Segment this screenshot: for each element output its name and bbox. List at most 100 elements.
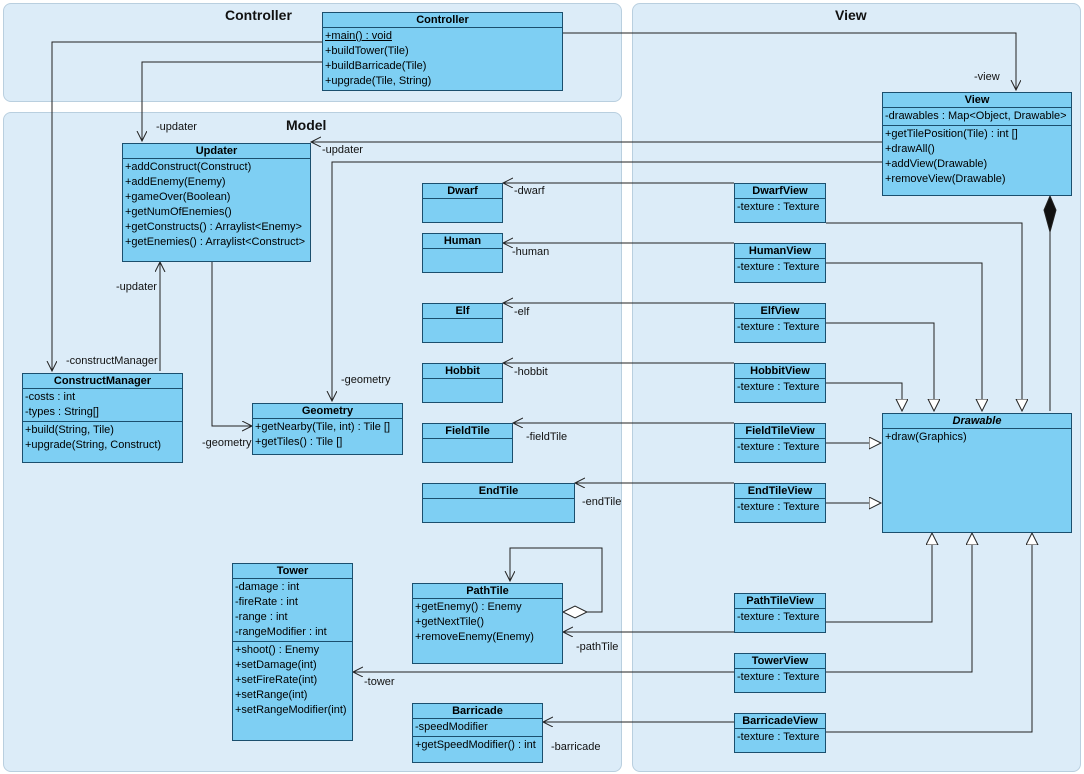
attributes-section: -texture : Texture [735, 669, 825, 686]
method: +getConstructs() : Arraylist<Enemy> [125, 221, 302, 233]
method: +getTiles() : Tile [] [255, 436, 343, 448]
class-name: ConstructManager [23, 374, 182, 389]
method: +setRangeModifier(int) [235, 704, 347, 716]
towerview-generalization [826, 533, 972, 673]
class-name: Elf [423, 304, 502, 319]
class-humanview[interactable]: HumanView -texture : Texture [734, 243, 826, 283]
method: +getEnemy() : Enemy [415, 601, 522, 613]
humanview-generalization [826, 262, 982, 411]
class-hobbitview[interactable]: HobbitView -texture : Texture [734, 363, 826, 403]
class-name: Dwarf [423, 184, 502, 199]
controller-constructmanager-association [52, 41, 322, 371]
attributes-section: -texture : Texture [735, 379, 825, 396]
class-elf[interactable]: Elf [422, 303, 503, 343]
method: +getNearby(Tile, int) : Tile [] [255, 421, 391, 433]
class-name: EndTileView [735, 484, 825, 499]
method: +addConstruct(Construct) [125, 161, 252, 173]
attribute: -texture : Texture [737, 381, 820, 393]
attribute: -types : String[] [25, 406, 99, 418]
role-hobbit: -hobbit [514, 366, 548, 378]
attributes-section: -texture : Texture [735, 729, 825, 746]
class-name: PathTileView [735, 594, 825, 609]
role-fieldtile: -fieldTile [526, 431, 568, 443]
class-view[interactable]: View -drawables : Map<Object, Drawable> … [882, 92, 1072, 196]
controller-package-title: Controller [225, 7, 292, 23]
role-constructmanager: -constructManager [66, 355, 158, 367]
updater-geometry-association [211, 262, 252, 426]
attribute: -range : int [235, 611, 288, 623]
class-pathtileview[interactable]: PathTileView -texture : Texture [734, 593, 826, 633]
attributes-section: -drawables : Map<Object, Drawable> [883, 108, 1071, 126]
class-fieldtile[interactable]: FieldTile [422, 423, 513, 463]
role-updater-top: -updater [156, 121, 197, 133]
class-barricade[interactable]: Barricade -speedModifier +getSpeedModifi… [412, 703, 543, 763]
method: +upgrade(Tile, String) [325, 75, 432, 87]
class-name: Tower [233, 564, 352, 579]
class-name: FieldTile [423, 424, 512, 439]
methods-section: +addConstruct(Construct) +addEnemy(Enemy… [123, 159, 310, 251]
methods-section: +draw(Graphics) [883, 429, 1071, 446]
class-controller[interactable]: Controller +main() : void +buildTower(Ti… [322, 12, 563, 91]
class-name: BarricadeView [735, 714, 825, 729]
methods-section: +getTilePosition(Tile) : int [] +drawAll… [883, 126, 1071, 188]
class-elfview[interactable]: ElfView -texture : Texture [734, 303, 826, 343]
method: +buildBarricade(Tile) [325, 60, 427, 72]
class-constructmanager[interactable]: ConstructManager -costs : int -types : S… [22, 373, 183, 463]
class-name: DwarfView [735, 184, 825, 199]
class-tower[interactable]: Tower -damage : int -fireRate : int -ran… [232, 563, 353, 741]
class-geometry[interactable]: Geometry +getNearby(Tile, int) : Tile []… [252, 403, 403, 455]
method: +drawAll() [885, 143, 935, 155]
class-drawable[interactable]: Drawable +draw(Graphics) [882, 413, 1072, 533]
class-updater[interactable]: Updater +addConstruct(Construct) +addEne… [122, 143, 311, 262]
attribute: -texture : Texture [737, 201, 820, 213]
class-name: Human [423, 234, 502, 249]
role-elf: -elf [514, 306, 530, 318]
composition-diamond [1043, 194, 1057, 234]
class-dwarfview[interactable]: DwarfView -texture : Texture [734, 183, 826, 223]
class-dwarf[interactable]: Dwarf [422, 183, 503, 223]
class-endtileview[interactable]: EndTileView -texture : Texture [734, 483, 826, 523]
method: +draw(Graphics) [885, 431, 967, 443]
elfview-generalization [826, 322, 934, 411]
class-human[interactable]: Human [422, 233, 503, 273]
method: +main() : void [325, 30, 392, 42]
role-dwarf: -dwarf [514, 185, 545, 197]
method: +setRange(int) [235, 689, 308, 701]
class-fieldtileview[interactable]: FieldTileView -texture : Texture [734, 423, 826, 463]
class-name: HobbitView [735, 364, 825, 379]
class-towerview[interactable]: TowerView -texture : Texture [734, 653, 826, 693]
class-name: Controller [323, 13, 562, 28]
class-name: HumanView [735, 244, 825, 259]
method: +addView(Drawable) [885, 158, 988, 170]
method: +removeView(Drawable) [885, 173, 1006, 185]
attribute: -speedModifier [415, 721, 488, 733]
attribute: -texture : Texture [737, 501, 820, 513]
method: +build(String, Tile) [25, 424, 114, 436]
attributes-section: -texture : Texture [735, 199, 825, 216]
method: +addEnemy(Enemy) [125, 176, 226, 188]
attribute: -texture : Texture [737, 731, 820, 743]
attribute: -texture : Texture [737, 611, 820, 623]
class-name: EndTile [423, 484, 574, 499]
class-pathtile[interactable]: PathTile +getEnemy() : Enemy +getNextTil… [412, 583, 563, 664]
attributes-section: -texture : Texture [735, 499, 825, 516]
attributes-section: -damage : int -fireRate : int -range : i… [233, 579, 352, 642]
class-name: ElfView [735, 304, 825, 319]
attributes-section: -speedModifier [413, 719, 542, 737]
class-hobbit[interactable]: Hobbit [422, 363, 503, 403]
method: +getTilePosition(Tile) : int [] [885, 128, 1018, 140]
role-updater-right: -updater [322, 144, 363, 156]
role-geometry-left: -geometry [202, 437, 252, 449]
role-pathtile: -pathTile [576, 641, 619, 653]
class-endtile[interactable]: EndTile [422, 483, 575, 523]
model-package-title: Model [286, 117, 327, 133]
attributes-section: -texture : Texture [735, 609, 825, 626]
method: +getSpeedModifier() : int [415, 739, 536, 751]
attribute: -texture : Texture [737, 261, 820, 273]
method: +removeEnemy(Enemy) [415, 631, 534, 643]
method: +getEnemies() : Arraylist<Construct> [125, 236, 306, 248]
method: +setFireRate(int) [235, 674, 318, 686]
attribute: -drawables : Map<Object, Drawable> [885, 110, 1067, 122]
class-barricadeview[interactable]: BarricadeView -texture : Texture [734, 713, 826, 753]
